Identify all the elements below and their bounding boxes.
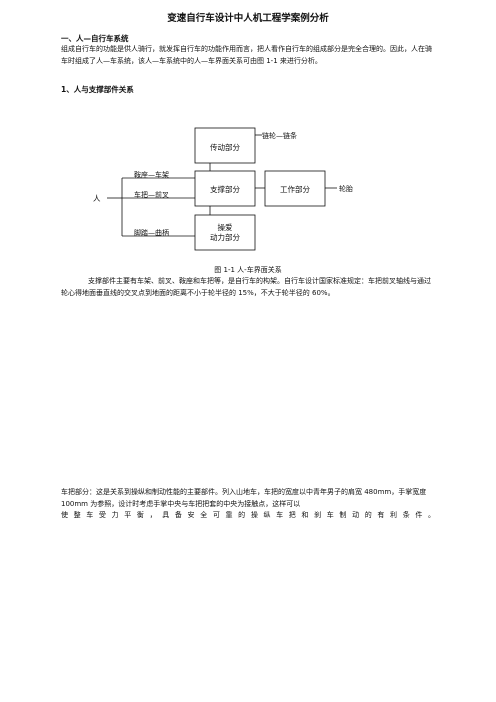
label-seat-frame: 鞍座—车架	[134, 170, 169, 179]
label-person: 人	[93, 194, 101, 203]
human-bike-diagram: 人 鞍座—车架 车把—前叉 脚踏—曲柄 传动部分 支撑部分 工作部分 操爱 动力…	[93, 127, 353, 251]
box-transmission	[194, 127, 256, 164]
section-heading-1: 一、人—自行车系统	[61, 34, 129, 43]
label-work: 工作部分	[280, 184, 310, 194]
label-tire: 轮胎	[339, 184, 353, 193]
label-support: 支撑部分	[210, 184, 240, 194]
handlebar-last-line: 使整车受力平衡，具备安全可靠的操纵车把和刹车制动的有利条件。	[61, 511, 435, 519]
box-brake	[194, 214, 256, 251]
label-brake-line1: 操爱	[218, 222, 233, 232]
section-1-paragraph: 组成自行车的功能是供人骑行，就发挥自行车的功能作用而言，把人看作自行车的组成部分…	[61, 45, 432, 65]
label-pedal-crank: 脚踏—曲柄	[134, 228, 169, 237]
handlebar-paragraph: 车把部分：这是关系到操纵和制动性能的主要部件。列入山地车，车把的宽度以中青年男子…	[61, 487, 435, 522]
label-transmission: 传动部分	[210, 142, 240, 152]
handlebar-text: 车把部分：这是关系到操纵和制动性能的主要部件。列入山地车，车把的宽度以中青年男子…	[61, 488, 427, 508]
subsection-heading: 1、人与支撑部件关系	[61, 85, 134, 94]
figure-caption: 图 1-1 人-车界面关系	[214, 266, 282, 274]
support-paragraph: 支撑部件主要有车架、前叉、鞍座和车把等，是自行车的构架。自行车设计国家标准规定：…	[61, 277, 431, 297]
label-chain: 链轮—链条	[262, 131, 297, 140]
box-work	[264, 170, 326, 207]
label-brake-line2: 动力部分	[210, 232, 240, 242]
document-title: 变速自行车设计中人机工程学案例分析	[167, 13, 329, 24]
box-support	[194, 170, 256, 207]
label-handle-fork: 车把—前叉	[134, 190, 169, 199]
